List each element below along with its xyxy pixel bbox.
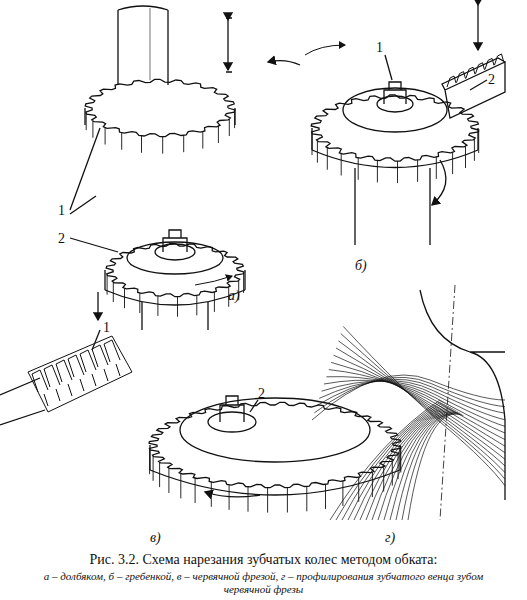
gear-teeth: [85, 79, 235, 153]
gear-teeth: [106, 243, 244, 316]
callout-number: 2: [58, 231, 65, 246]
tooth-outline: [106, 243, 244, 296]
caption-legend: а – долбяком, б – гребенкой, в – червячн…: [10, 570, 517, 598]
tooth-faces: [107, 273, 244, 317]
gear-teeth: [311, 95, 479, 183]
callout-number: 2: [488, 72, 495, 87]
panel-letter: а): [228, 288, 240, 303]
tooth-outline: [149, 402, 401, 487]
caption-block: Рис. 3.2. Схема нарезания зубчатых колес…: [10, 552, 517, 598]
panel-letter: в): [150, 530, 161, 545]
tooth-outline: [85, 79, 235, 136]
callout-number: 1: [58, 203, 65, 218]
profiling-curves: [312, 326, 505, 520]
callout-number: 2: [258, 386, 265, 401]
tooth-outline: [311, 95, 479, 161]
panel-letter: г): [385, 530, 395, 545]
panel-letter: б): [355, 258, 367, 273]
tooth-faces: [86, 111, 234, 154]
caption: Рис. 3.2. Схема нарезания зубчатых колес…: [10, 552, 517, 568]
gear-teeth: [149, 402, 401, 512]
tooth-faces: [150, 448, 401, 513]
tooth-faces: [312, 131, 479, 183]
callout-number: 1: [103, 320, 110, 335]
hob-cutter: [32, 340, 120, 406]
callout-number: 1: [376, 40, 383, 55]
